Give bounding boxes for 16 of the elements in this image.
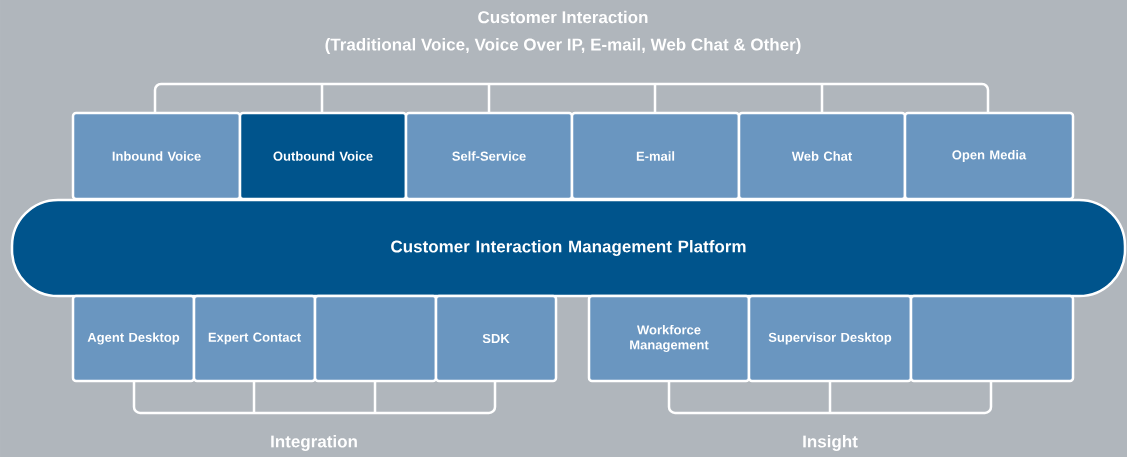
module-box: Inbound Voice [71,111,242,201]
module-box: Self-Service [404,111,574,201]
module-box: Agent Desktop [71,294,196,383]
group-label: Insight [803,435,858,451]
module-box: Web Chat [737,111,907,201]
group-label: Integration [271,435,357,451]
module-box: E-mail [570,111,741,201]
module-box: Supervisor Desktop [747,294,913,383]
subheading: (Traditional Voice, Voice Over IP, E-mail, Web Chat & Other) [325,38,801,54]
module-box: Outbound Voice [238,111,408,201]
module-box: Expert Contact [192,294,317,383]
module-box: Workforce Management [587,294,751,383]
platform-band: Customer Interaction Management Platform [10,198,1127,298]
module-box: Open Media [903,111,1075,201]
heading: Customer Interaction [478,10,648,24]
module-box: SDK [434,294,558,383]
